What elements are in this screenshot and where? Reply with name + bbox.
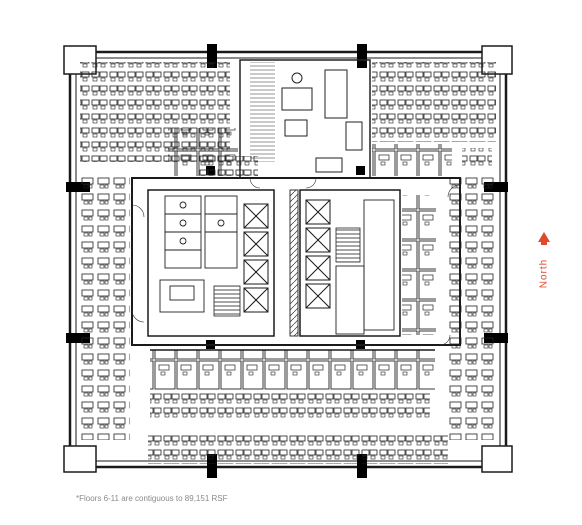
north-indicator: North xyxy=(534,232,554,294)
east-workstations xyxy=(402,175,494,440)
north-workstations xyxy=(80,62,496,162)
south-workstations xyxy=(148,390,448,464)
north-arrow-icon xyxy=(538,232,550,242)
west-workstations xyxy=(80,175,130,440)
stairwells xyxy=(213,227,361,317)
footnote: *Floors 6-11 are contiguous to 89,151 RS… xyxy=(76,494,228,503)
core-service xyxy=(159,189,395,337)
building-core xyxy=(131,177,461,346)
elevators xyxy=(243,199,331,313)
door-swings xyxy=(131,177,461,346)
private-offices xyxy=(150,349,435,390)
ne-offices xyxy=(372,144,492,176)
restrooms xyxy=(164,195,238,269)
north-arrow-shaft xyxy=(541,241,547,245)
nw-offices xyxy=(168,128,258,176)
north-label: North xyxy=(538,258,550,289)
